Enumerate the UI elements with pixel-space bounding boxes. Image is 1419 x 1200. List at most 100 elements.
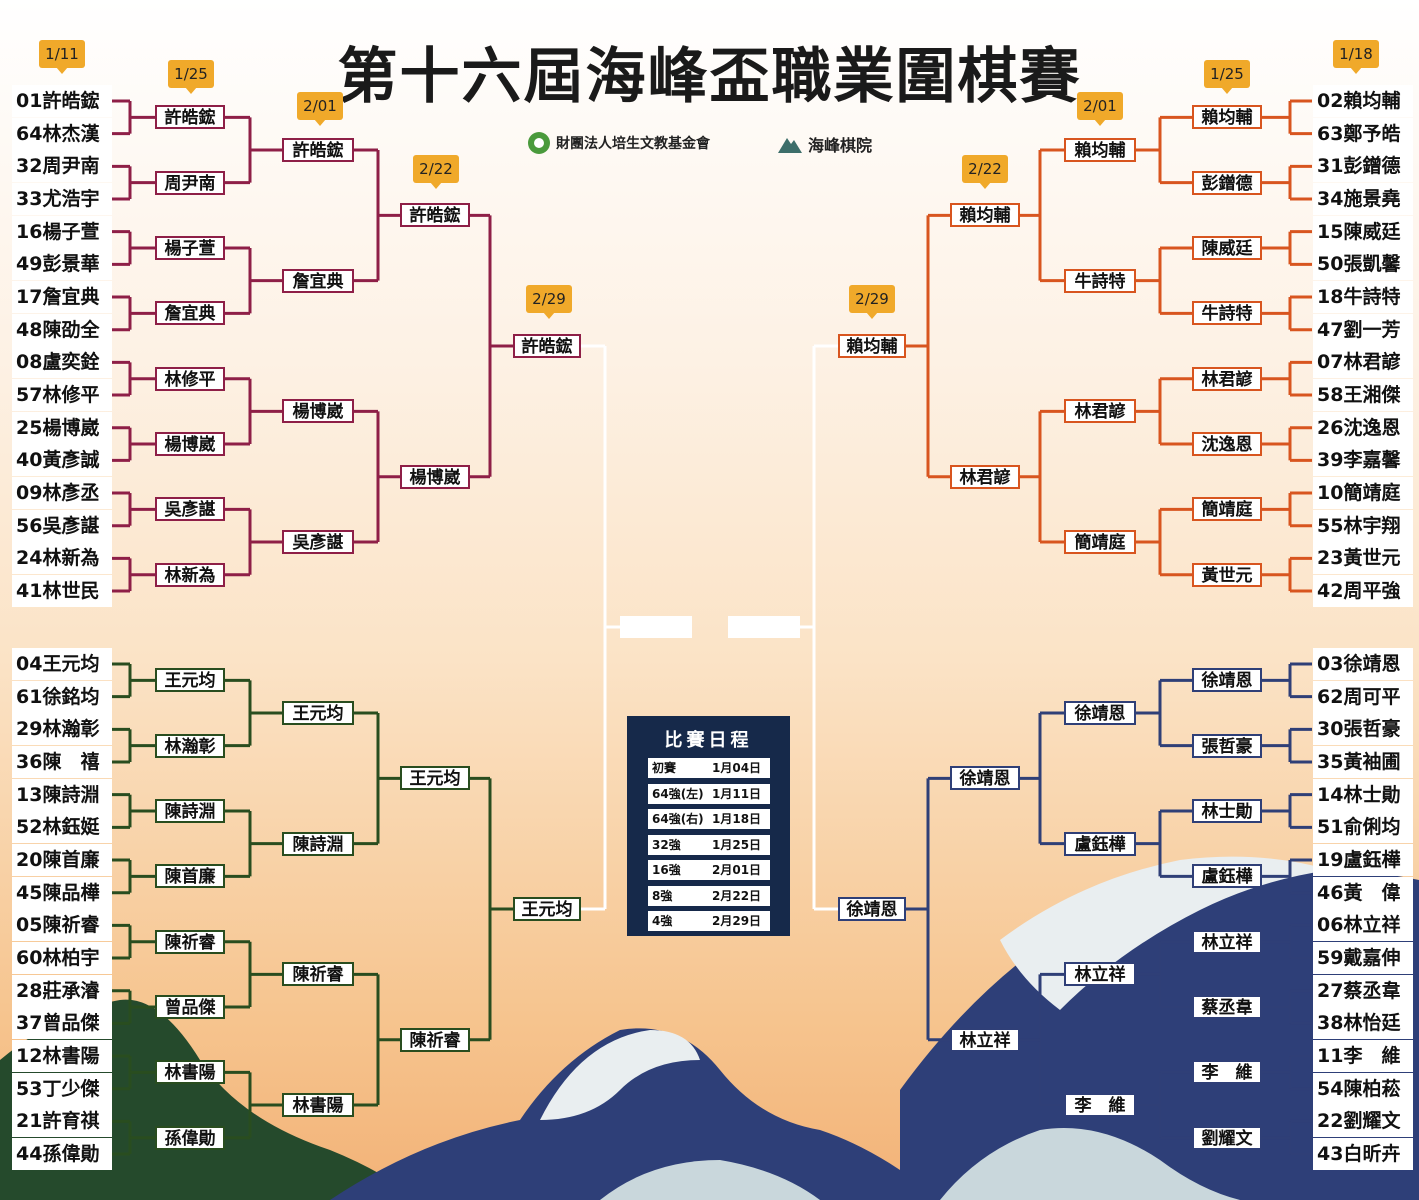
seed-right-11: 26沈逸恩 xyxy=(1313,411,1413,444)
schedule-date: 1月25日 xyxy=(712,837,762,852)
seed-right-28: 38林怡廷 xyxy=(1313,1007,1413,1040)
r32-left-10: 林瀚彰 xyxy=(155,733,225,758)
r16-right-4: 簡靖庭 xyxy=(1064,530,1136,555)
flag-right-4: 2/29 xyxy=(849,285,895,319)
r32-right-5: 林君諺 xyxy=(1192,366,1262,391)
clover-logo-icon xyxy=(528,132,550,154)
schedule-date: 2月01日 xyxy=(712,863,762,877)
seed-right-31: 22劉耀文 xyxy=(1313,1105,1413,1138)
r16-left-5: 王元均 xyxy=(282,701,354,725)
flag-left-32: 1/25 xyxy=(168,60,214,94)
r8-left-3: 王元均 xyxy=(400,766,470,791)
r16-right-8: 李 維 xyxy=(1064,1093,1136,1118)
final-slot-left xyxy=(620,616,692,638)
seed-left-5: 16楊子萱 xyxy=(12,215,112,248)
seed-left-29: 12林書陽 xyxy=(12,1040,112,1073)
flag-right-8-label: 2/22 xyxy=(962,155,1008,183)
flag-right-4-label: 2/29 xyxy=(849,285,895,313)
r16-right-2: 牛詩特 xyxy=(1064,268,1136,293)
seed-right-25: 06林立祥 xyxy=(1313,909,1413,942)
seed-left-16: 41林世民 xyxy=(12,575,112,608)
seed-left-30: 53丁少傑 xyxy=(12,1072,112,1105)
seed-right-27: 27蔡丞韋 xyxy=(1313,974,1413,1007)
sponsor-foundation-label: 財團法人培生文教基金會 xyxy=(556,136,710,152)
seed-right-2: 63鄭予皓 xyxy=(1313,117,1413,150)
seed-left-2: 64林杰漢 xyxy=(12,117,112,150)
schedule-round: 初賽 xyxy=(652,761,677,775)
r32-left-16: 孫偉勛 xyxy=(155,1125,225,1150)
r8-left-2: 楊博崴 xyxy=(400,464,470,489)
r32-left-6: 楊博崴 xyxy=(155,432,225,457)
seed-left-17: 04王元均 xyxy=(12,648,112,680)
seed-left-6: 49彭景華 xyxy=(12,248,112,281)
r8-right-2: 林君諺 xyxy=(950,464,1020,489)
seed-right-20: 35黃袖圃 xyxy=(1313,746,1413,778)
seed-left-4: 33尤浩宇 xyxy=(12,183,112,215)
flag-right-16-label: 2/01 xyxy=(1077,92,1123,120)
flag-left-64-label: 1/11 xyxy=(39,40,85,68)
seed-right-9: 07林君諺 xyxy=(1313,346,1413,379)
seed-right-6: 50張凱馨 xyxy=(1313,248,1413,281)
seed-left-21: 13陳詩淵 xyxy=(12,778,112,811)
sponsor-foundation: 財團法人培生文教基金會 xyxy=(528,132,710,154)
seed-right-7: 18牛詩特 xyxy=(1313,281,1413,314)
flag-left-4-label: 2/29 xyxy=(526,285,572,313)
r8-right-1: 賴均輔 xyxy=(950,203,1020,228)
seed-left-15: 24林新為 xyxy=(12,542,112,575)
schedule-date: 1月04日 xyxy=(712,761,762,775)
page-title: 第十六屆海峰盃職業圍棋賽 xyxy=(337,42,1082,112)
schedule-row: 16強 2月01日 xyxy=(648,860,770,880)
seed-left-24: 45陳品樺 xyxy=(12,876,112,909)
seed-right-29: 11李 維 xyxy=(1313,1040,1413,1073)
schedule-date: 1月18日 xyxy=(712,812,762,826)
r32-right-14: 蔡丞韋 xyxy=(1192,995,1262,1020)
r16-left-2: 詹宜典 xyxy=(282,268,354,293)
seed-right-14: 55林宇翔 xyxy=(1313,509,1413,542)
sponsor-academy: 海峰棋院 xyxy=(778,132,872,156)
seed-right-30: 54陳柏菘 xyxy=(1313,1072,1413,1105)
r32-left-1: 許皓鋐 xyxy=(155,105,225,130)
r32-right-13: 林立祥 xyxy=(1192,929,1262,954)
seed-left-11: 25楊博崴 xyxy=(12,411,112,444)
schedule-round: 16強 xyxy=(652,863,681,877)
r16-left-8: 林書陽 xyxy=(282,1093,354,1118)
seed-right-16: 42周平強 xyxy=(1313,575,1413,608)
seed-left-27: 28莊承濬 xyxy=(12,974,112,1007)
r8-left-1: 許皓鋐 xyxy=(400,203,470,228)
seed-right-10: 58王湘傑 xyxy=(1313,379,1413,412)
r32-left-5: 林修平 xyxy=(155,366,225,391)
seed-left-1: 01許皓鋐 xyxy=(12,85,112,117)
r32-right-1: 賴均輔 xyxy=(1192,105,1262,130)
sponsor-academy-label: 海峰棋院 xyxy=(808,136,873,155)
schedule-round: 64強(右) xyxy=(652,812,704,826)
r16-left-1: 許皓鋐 xyxy=(282,138,354,162)
seed-right-26: 59戴嘉伸 xyxy=(1313,942,1413,975)
schedule-round: 8強 xyxy=(652,888,673,903)
r32-left-9: 王元均 xyxy=(155,668,225,693)
r32-left-13: 陳祈睿 xyxy=(155,929,225,954)
r32-left-2: 周尹南 xyxy=(155,170,225,195)
r32-left-8: 林新為 xyxy=(155,562,225,587)
r32-right-12: 盧鈺樺 xyxy=(1192,864,1262,889)
seed-right-32: 43白昕卉 xyxy=(1313,1138,1413,1171)
seed-left-23: 20陳首廉 xyxy=(12,844,112,877)
r32-left-7: 吳彥諶 xyxy=(155,497,225,522)
r4-left-1: 許皓鋐 xyxy=(513,334,581,359)
schedule-row: 初賽 1月04日 xyxy=(648,758,770,778)
seed-left-20: 36陳 禧 xyxy=(12,746,112,778)
flag-left-16-label: 2/01 xyxy=(297,92,343,120)
flag-right-32: 1/25 xyxy=(1204,60,1250,94)
seed-left-12: 40黃彥誠 xyxy=(12,444,112,477)
schedule-row: 64強(右) 1月18日 xyxy=(648,809,770,829)
seed-left-31: 21許育祺 xyxy=(12,1105,112,1138)
r4-left-2: 王元均 xyxy=(513,897,581,922)
r32-right-16: 劉耀文 xyxy=(1192,1125,1262,1150)
r32-left-4: 詹宜典 xyxy=(155,301,225,326)
r16-left-6: 陳詩淵 xyxy=(282,831,354,856)
seed-right-24: 46黃 偉 xyxy=(1313,876,1413,909)
flag-left-4: 2/29 xyxy=(526,285,572,319)
seed-right-17: 03徐靖恩 xyxy=(1313,648,1413,680)
